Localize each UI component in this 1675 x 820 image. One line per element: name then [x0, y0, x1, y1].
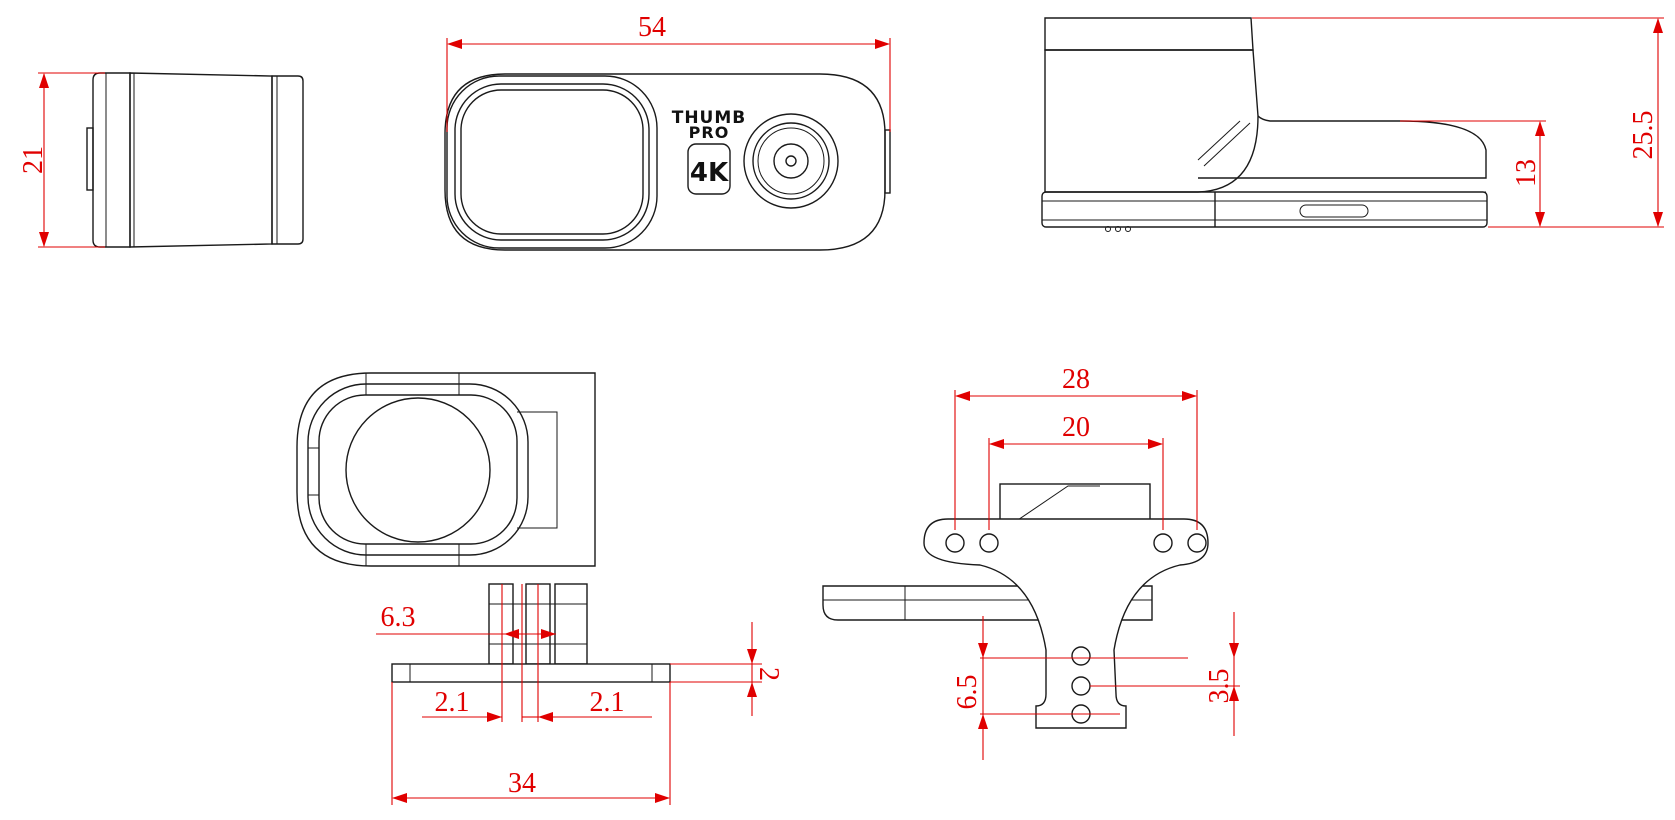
logo-line1: THUMB [672, 108, 747, 128]
dim-label-profile-body-height: 13 [1511, 159, 1542, 187]
dim-side-height: 21 [18, 72, 105, 248]
dim-mount-width-inner: 20 [988, 412, 1164, 530]
dim-label-finger-left: 2.1 [435, 687, 470, 718]
cage-front-view [296, 372, 671, 683]
dim-label-mount-hole-pitch: 3.5 [1204, 669, 1235, 704]
front-view: THUMB PRO 4K [444, 73, 891, 251]
dim-base-width: 34 [391, 682, 671, 805]
dim-label-mount-hole-span: 6.5 [952, 675, 983, 710]
dim-label-front-width: 54 [638, 12, 666, 43]
dim-slot-width: 6.3 [376, 602, 556, 639]
dim-fingers: 2.1 2.1 [422, 584, 652, 722]
dim-label-mount-width-outer: 28 [1062, 364, 1090, 395]
dim-mount-hole-pitch: 3.5 [1090, 612, 1240, 736]
dim-front-width: 54 [446, 12, 891, 132]
dim-profile-body-height: 13 [1400, 120, 1546, 227]
dim-label-base-width: 34 [508, 768, 536, 799]
dim-mount-width-outer: 28 [954, 364, 1198, 530]
dim-label-profile-total-height: 25.5 [1628, 111, 1659, 160]
dim-label-slot-width: 6.3 [381, 602, 416, 633]
dim-label-side-height: 21 [18, 146, 49, 174]
profile-view [1041, 17, 1488, 232]
dim-base-thickness: 2 [670, 622, 784, 716]
dim-label-base-thickness: 2 [753, 667, 784, 681]
dim-mount-hole-span: 6.5 [952, 616, 1188, 760]
side-view [86, 72, 304, 248]
badge-box [687, 143, 731, 195]
dim-label-finger-right: 2.1 [590, 687, 625, 718]
mount-plate-view [822, 483, 1209, 729]
logo-line2: PRO [689, 123, 730, 142]
badge-4k: 4K [690, 158, 729, 188]
dim-profile-total-height: 25.5 [1252, 17, 1664, 228]
dim-label-mount-width-inner: 20 [1062, 412, 1090, 443]
